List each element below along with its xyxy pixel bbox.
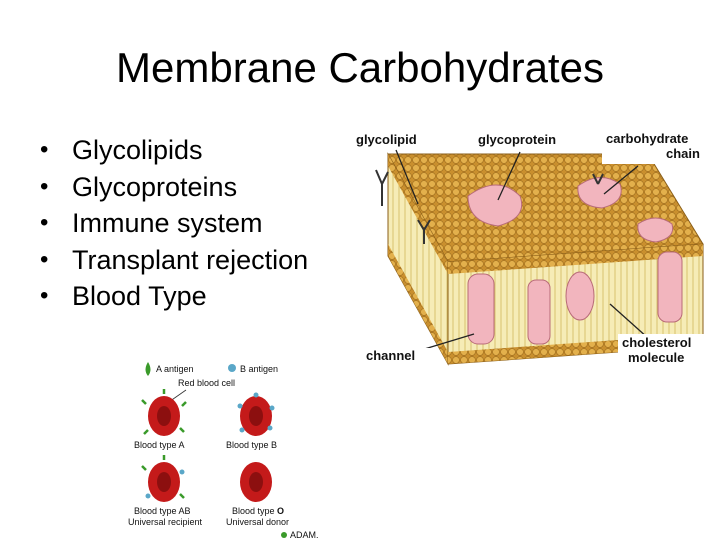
cell-membrane-diagram: glycolipid glycoprotein carbohydrate cha… [350, 130, 712, 368]
label-cholesterol-2: molecule [628, 350, 684, 365]
label-carbohydrate-chain-1: carbohydrate [606, 131, 688, 146]
label-cholesterol-1: cholesterol [622, 335, 691, 350]
cell-type-a [141, 389, 187, 436]
label-type-a: Blood type A [134, 440, 185, 450]
label-red-blood-cell: Red blood cell [178, 378, 235, 388]
legend-b-antigen: B antigen [240, 364, 278, 374]
bullet-glycolipids: Glycolipids [40, 132, 308, 169]
legend-a-antigen: A antigen [156, 364, 194, 374]
bullet-immune-system: Immune system [40, 205, 308, 242]
label-glycolipid: glycolipid [356, 132, 417, 147]
bullet-transplant-rejection: Transplant rejection [40, 242, 308, 279]
glycoprotein-shape [467, 184, 523, 227]
label-type-b: Blood type B [226, 440, 277, 450]
slide-title: Membrane Carbohydrates [116, 44, 604, 91]
bullet-list: Glycolipids Glycoproteins Immune system … [40, 132, 308, 315]
blood-type-diagram: A antigen B antigen Red blood cell Blood… [128, 362, 319, 540]
label-universal-donor: Universal donor [226, 517, 289, 527]
label-carbohydrate-chain-2: chain [666, 146, 700, 161]
carbohydrate-chain-icon [375, 169, 389, 206]
a-antigen-icon [145, 362, 151, 376]
adam-logo-icon [281, 532, 287, 538]
channel-protein [467, 273, 495, 345]
cell-type-b [237, 392, 275, 436]
bullet-blood-type: Blood Type [40, 278, 308, 315]
label-type-ab: Blood type AB [134, 506, 191, 516]
b-antigen-icon [228, 364, 236, 372]
label-universal-recipient: Universal recipient [128, 517, 203, 527]
label-type-o: Blood type O [232, 506, 284, 516]
cell-type-ab [141, 455, 185, 502]
cell-type-o [240, 462, 272, 502]
label-glycoprotein: glycoprotein [478, 132, 556, 147]
bullet-glycoproteins: Glycoproteins [40, 169, 308, 206]
brand-mark: ADAM. [290, 530, 319, 540]
label-channel: channel [366, 348, 415, 363]
